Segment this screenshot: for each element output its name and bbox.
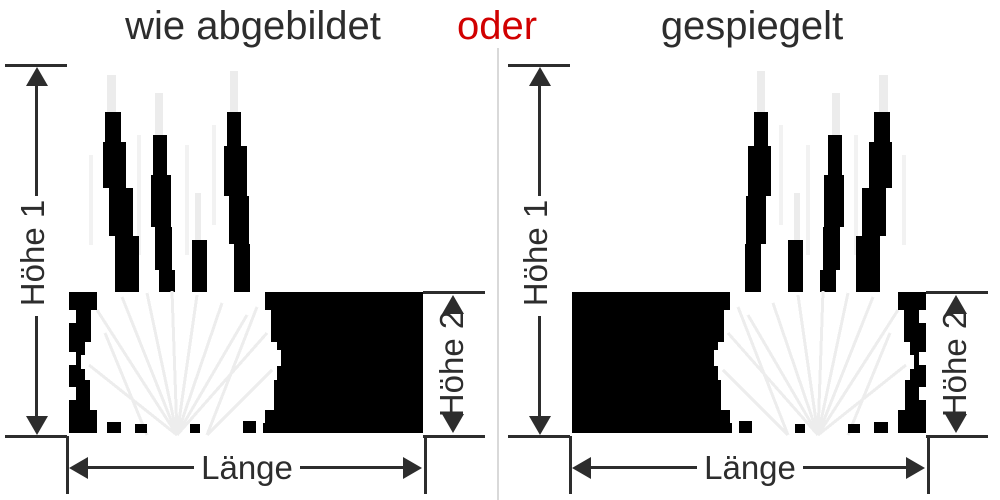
length-label: Länge [201,449,293,486]
dim-cap-line [569,436,572,494]
divider-line [497,48,499,500]
reeds-silhouette-mirrored-graphic [570,69,928,437]
height1-label: Höhe 1 [14,199,51,307]
arrowhead-up-icon [442,295,464,314]
dim-cap-line [508,435,570,438]
dim-cap-line [926,291,988,294]
option-as-shown-label: wie abgebildet [125,4,381,48]
arrowhead-down-icon [442,414,464,433]
dim-shaft-line [35,316,38,418]
dim-cap-line [5,64,67,67]
dim-cap-line [508,64,570,67]
reeds-silhouette-graphic [67,69,425,437]
arrowhead-right-icon [906,457,925,479]
dim-cap-line [424,436,427,494]
dim-cap-line [5,435,67,438]
dim-shaft-line [803,466,909,469]
option-mirrored-label: gespiegelt [660,4,844,48]
dim-shaft-line [35,80,38,196]
arrowhead-left-icon [69,457,88,479]
dim-shaft-line [538,80,541,196]
dim-shaft-line [538,316,541,418]
arrowhead-up-icon [945,295,967,314]
option-or-label: oder [456,4,538,48]
dim-cap-line [423,435,485,438]
dim-cap-line [926,435,988,438]
dim-shaft-line [86,466,194,469]
height2-label: Höhe 2 [433,310,470,418]
arrowhead-down-icon [529,416,551,435]
height1-label: Höhe 1 [517,199,554,307]
arrowhead-left-icon [572,457,591,479]
dim-cap-line [927,436,930,494]
dim-shaft-line [589,466,697,469]
dim-shaft-line [300,466,406,469]
dim-cap-line [66,436,69,494]
length-label: Länge [704,449,796,486]
height2-label: Höhe 2 [936,310,973,418]
dim-cap-line [423,291,485,294]
arrowhead-down-icon [26,416,48,435]
arrowhead-right-icon [403,457,422,479]
arrowhead-up-icon [26,67,48,86]
arrowhead-up-icon [529,67,551,86]
arrowhead-down-icon [945,414,967,433]
